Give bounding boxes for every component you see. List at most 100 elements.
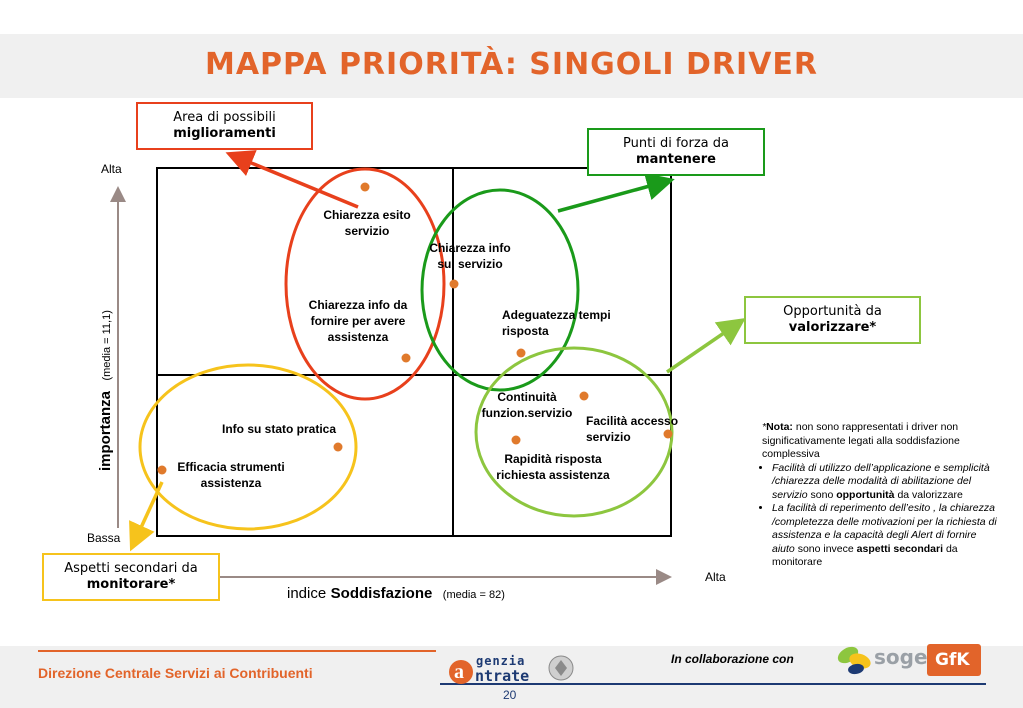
sogei-mark (837, 646, 871, 675)
driver-label-chiarezza-esito: Chiarezza esito servizio (312, 207, 422, 239)
point-chiarezza-esito (360, 182, 370, 192)
gfk-logo-text: GfK (935, 650, 970, 670)
x-axis-title-sub: (media = 82) (442, 589, 505, 601)
y-axis-title-sub: (media = 11,1) (101, 310, 113, 381)
x-axis-high-label: Alta (705, 570, 726, 584)
footnote-b2-italic: La facilità di reperimento dell’esito , … (772, 502, 997, 555)
entrate-logo-text: ntrate (475, 667, 530, 685)
agenzia-entrate-logo: a genzia ntrate (447, 650, 577, 688)
box-opportunity-line2: valorizzare* (788, 320, 877, 335)
footnote-b1-bold: opportunità (836, 488, 895, 501)
box-improvement-line1: Area di possibili (173, 110, 276, 125)
box-opportunity: Opportunità da valorizzare* (744, 296, 921, 344)
driver-label-continuita: Continuità funzion.servizio (474, 389, 580, 421)
box-opportunity-line1: Opportunità da (783, 304, 882, 319)
driver-line: assistenza (200, 476, 262, 490)
gfk-logo: GfK (927, 644, 981, 676)
driver-line: funzion.servizio (481, 406, 573, 420)
footnote: *Nota: non sono rappresentati i driver n… (762, 421, 1002, 570)
driver-label-info-stato: Info su stato pratica (222, 421, 336, 437)
footnote-head: *Nota: non sono rappresentati i driver n… (762, 421, 1002, 462)
point-info-stato (333, 442, 343, 452)
footnote-b2-bold: aspetti secondari (856, 542, 944, 555)
y-axis-low-label: Bassa (87, 531, 121, 545)
y-axis-high-label: Alta (101, 162, 122, 176)
box-secondary: Aspetti secondari da monitorare* (42, 553, 220, 601)
green-ellipse (420, 188, 580, 392)
lime-arrow (666, 318, 746, 374)
point-efficacia (157, 465, 167, 475)
driver-line: Facilità accesso (586, 414, 679, 428)
driver-label-efficacia: Efficacia strumenti assistenza (170, 459, 292, 491)
footnote-b1-italic: Facilità di utilizzo dell’applicazione e… (772, 461, 990, 501)
driver-label-adeguatezza: Adeguatezza tempi risposta (502, 307, 611, 339)
driver-line: Chiarezza esito (323, 208, 411, 222)
driver-label-chiarezza-info-servizio: Chiarezza info sul servizio (418, 240, 522, 272)
footnote-bullet-1: Facilità di utilizzo dell’applicazione e… (772, 462, 1002, 503)
footnote-b2-end: da monitorare (772, 542, 958, 569)
title-band (0, 34, 1023, 98)
footnote-b1-mid: sono (807, 488, 837, 501)
driver-line: Chiarezza info da (308, 298, 408, 312)
box-strengths-line2: mantenere (636, 152, 716, 167)
driver-line: servizio (586, 430, 631, 444)
yellow-arrow (129, 481, 164, 552)
agenzia-logo-text: genzia (476, 654, 526, 668)
red-ellipse (284, 167, 446, 401)
sogei-logo: sogei (834, 641, 934, 677)
quadrant-frame (156, 167, 672, 537)
red-arrow (225, 150, 359, 209)
driver-line: Continuità (497, 390, 557, 404)
footer-orange-rule (38, 650, 436, 652)
footnote-head-text: non sono rappresentati i driver non sign… (762, 421, 960, 460)
sogei-logo-text: sogei (874, 645, 935, 669)
point-chiarezza-info-servizio (449, 279, 459, 289)
driver-line: Adeguatezza tempi (502, 308, 611, 322)
footnote-head-bold: Nota: (766, 421, 793, 433)
driver-line: risposta (502, 324, 549, 338)
box-secondary-line1: Aspetti secondari da (64, 561, 198, 576)
page-number: 20 (503, 688, 517, 702)
driver-line: sul servizio (437, 257, 503, 271)
box-strengths-line1: Punti di forza da (623, 136, 729, 151)
driver-label-facilita-accesso: Facilità accesso servizio (586, 413, 678, 445)
box-improvement-area: Area di possibili miglioramenti (136, 102, 313, 150)
footer-navy-rule (440, 683, 986, 685)
driver-line: Efficacia strumenti (177, 460, 285, 474)
point-facilita-accesso (663, 429, 673, 439)
point-adeguatezza (516, 348, 526, 358)
footer-department: Direzione Centrale Servizi ai Contribuen… (38, 665, 313, 681)
point-continuita (579, 391, 589, 401)
green-arrow (557, 173, 675, 213)
svg-text:a: a (454, 661, 464, 683)
yellow-ellipse (138, 363, 358, 531)
footnote-star: * (762, 421, 767, 433)
driver-label-chiarezza-info-fornire: Chiarezza info da fornire per avere assi… (297, 297, 419, 345)
point-rapidita (511, 435, 521, 445)
footnote-b1-end: da valorizzare (894, 488, 963, 501)
x-axis-title-bold: Soddisfazione (330, 585, 433, 602)
footnote-list: Facilità di utilizzo dell’applicazione e… (762, 462, 1002, 570)
point-chiarezza-info-fornire (401, 353, 411, 363)
driver-line: richiesta assistenza (496, 468, 610, 482)
footnote-bullet-2: La facilità di reperimento dell’esito , … (772, 502, 1002, 570)
driver-label-rapidita: Rapidità risposta richiesta assistenza (487, 451, 619, 483)
driver-line: Chiarezza info (429, 241, 511, 255)
y-axis-title-main: importanza (97, 390, 114, 471)
agenzia-entrate-mark: a (449, 655, 574, 684)
driver-line: assistenza (327, 330, 389, 344)
x-axis-title: indice Soddisfazione (media = 82) (287, 585, 505, 603)
box-secondary-line2: monitorare* (86, 577, 176, 592)
driver-line: Info su stato pratica (222, 422, 337, 436)
page-title: MAPPA PRIORITÀ: SINGOLI DRIVER (204, 47, 819, 82)
y-axis-title: importanza (media = 11,1) (97, 231, 119, 471)
x-axis-title-pre: indice (287, 585, 327, 602)
box-strengths: Punti di forza da mantenere (587, 128, 765, 176)
driver-line: servizio (344, 224, 390, 238)
driver-line: fornire per avere (310, 314, 406, 328)
footer-collab-label: In collaborazione con (671, 652, 794, 666)
box-improvement-line2: miglioramenti (173, 126, 276, 141)
driver-line: Rapidità risposta (504, 452, 602, 466)
footnote-b2-mid: sono invece (794, 542, 857, 555)
